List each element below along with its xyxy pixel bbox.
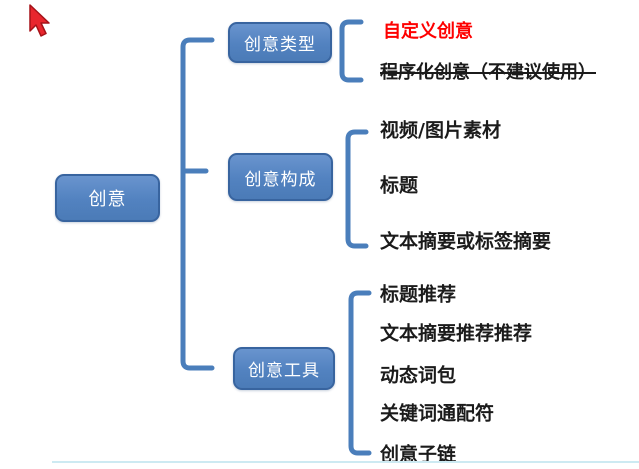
branch1-bracket — [339, 19, 364, 83]
node-branch-creative-tools: 创意工具 — [233, 347, 335, 390]
strikethrough-text: 程序化创意（不建议使用） — [380, 62, 596, 83]
leaf-video-image-material: 视频/图片素材 — [380, 119, 501, 142]
leaf-title-recommendation: 标题推荐 — [380, 283, 457, 306]
leaf-dynamic-word-pack: 动态词包 — [380, 364, 457, 387]
root-bracket — [180, 37, 215, 371]
red-cursor-arrow-icon — [29, 4, 50, 37]
leaf-custom-creative: 自定义创意 — [383, 21, 473, 42]
node-branch-creative-composition: 创意构成 — [228, 153, 333, 201]
leaf-creative-sublink: 创意子链 — [380, 443, 457, 466]
bottom-divider-line — [52, 461, 639, 463]
leaf-text-or-tag-summary: 文本摘要或标签摘要 — [380, 230, 552, 253]
leaf-programmatic-creative-deprecated: 程序化创意（不建议使用） — [380, 58, 614, 84]
node-branch-creative-type: 创意类型 — [228, 22, 332, 63]
node-root-chuangyi: 创意 — [55, 174, 160, 222]
leaf-keyword-wildcard: 关键词通配符 — [380, 402, 495, 425]
branch2-bracket — [345, 129, 369, 249]
leaf-title: 标题 — [380, 174, 419, 197]
branch3-bracket — [348, 290, 372, 456]
leaf-text-summary-recommendation: 文本摘要推荐推荐 — [380, 322, 533, 345]
